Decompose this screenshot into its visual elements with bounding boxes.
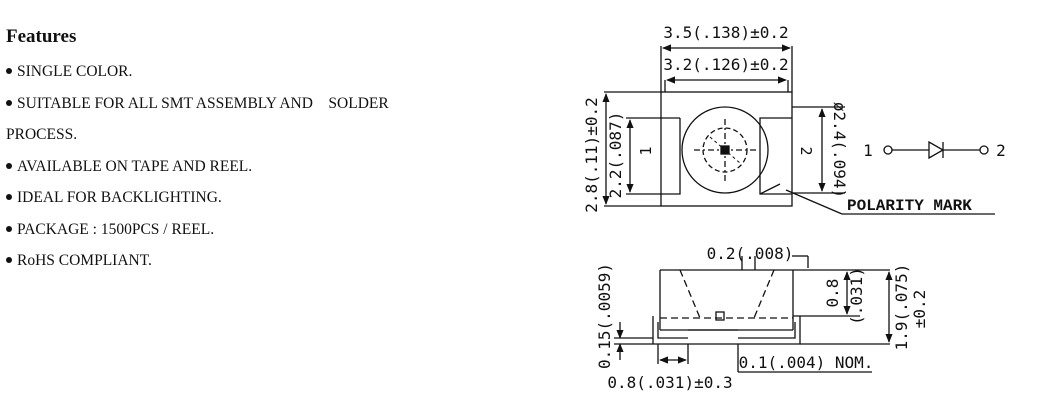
dim-dome-height-a: 0.8 <box>823 279 842 308</box>
features-title: Features <box>6 26 77 47</box>
features-section: Features SINGLE COLOR. SUITABLE FOR ALL … <box>6 26 526 277</box>
dim-diameter: ø2.4(.094) <box>830 102 849 198</box>
pin-label-left: 1 <box>637 146 655 155</box>
pin-label-right: 2 <box>797 146 815 155</box>
dim-inner-height: 2.2(.087) <box>606 112 625 199</box>
feature-item: PACKAGE : 1500PCS / REEL. <box>6 214 526 246</box>
dim-overall-height: 2.8(.11)±0.2 <box>582 97 601 213</box>
bullet-icon <box>6 99 12 106</box>
polarity-mark-label: POLARITY MARK <box>847 197 972 215</box>
bullet-icon <box>6 194 12 201</box>
dim-inner-width: 3.2(.126)±0.2 <box>663 55 788 74</box>
bullet-icon <box>6 162 12 169</box>
dim-pad-thickness: 0.15(.0059) <box>595 263 614 369</box>
feature-item: SINGLE COLOR. <box>6 56 526 88</box>
feature-item-continuation: PROCESS. <box>6 126 78 143</box>
dim-top-offset: 0.2(.008) <box>707 244 794 263</box>
feature-item: RoHS COMPLIANT. <box>6 245 526 277</box>
symbol-pin-2: 2 <box>996 141 1006 160</box>
dim-overall-width: 3.5(.138)±0.2 <box>663 23 788 42</box>
feature-item: AVAILABLE ON TAPE AND REEL. <box>6 151 526 183</box>
dim-total-height-b: ±0.2 <box>910 290 929 329</box>
symbol-pin-1: 1 <box>863 141 873 160</box>
bullet-icon <box>6 257 12 264</box>
feature-item: IDEAL FOR BACKLIGHTING. <box>6 182 526 214</box>
dim-nominal: 0.1(.004) NOM. <box>739 353 874 372</box>
bullet-icon <box>6 68 12 75</box>
dim-pad-width: 0.8(.031)±0.3 <box>607 373 732 392</box>
feature-item: SUITABLE FOR ALL SMT ASSEMBLY AND SOLDER <box>6 88 526 120</box>
bullet-icon <box>6 225 12 232</box>
dim-total-height-a: 1.9(.075) <box>892 264 911 351</box>
dim-dome-height-b: (.031) <box>847 267 866 325</box>
